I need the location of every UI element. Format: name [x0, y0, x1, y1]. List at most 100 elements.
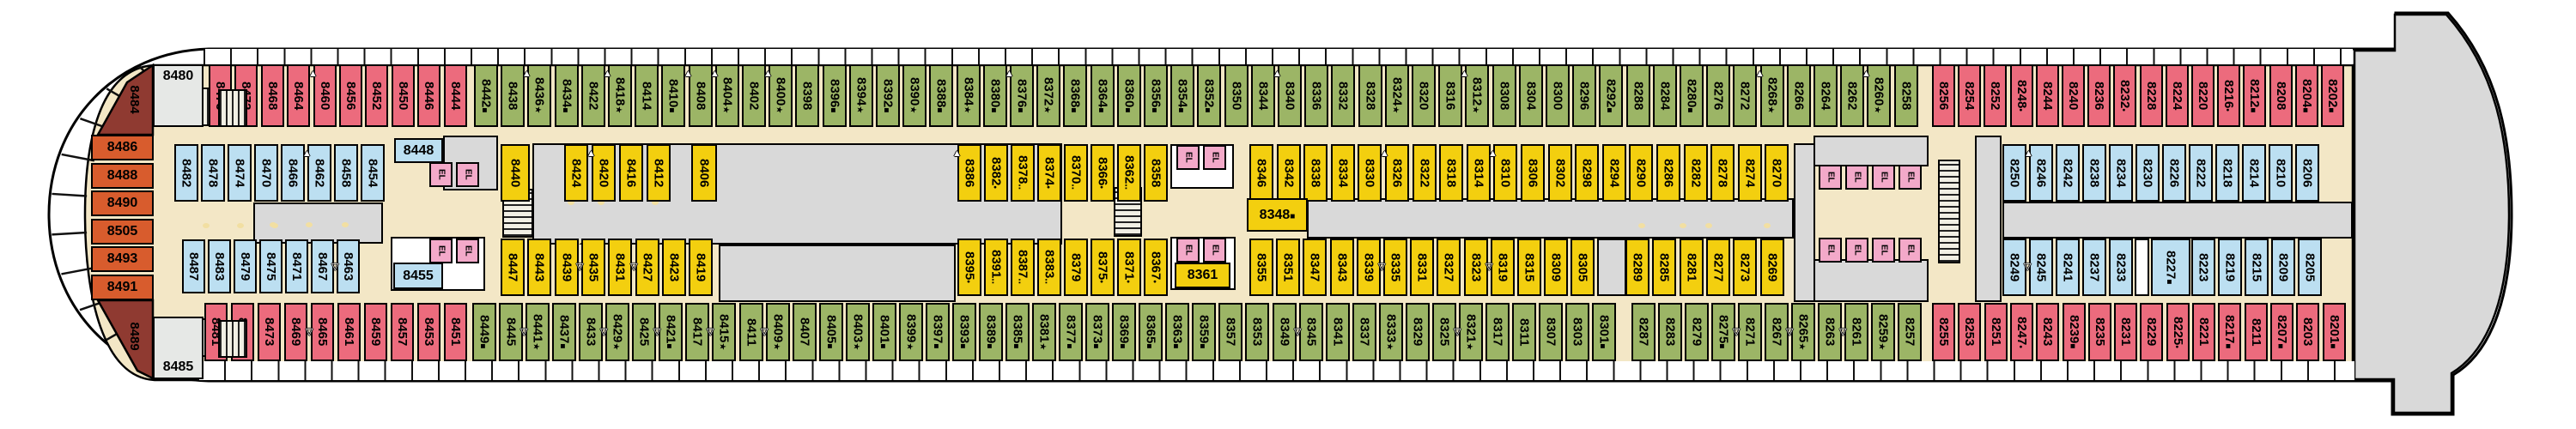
cabin-8322[interactable]: 8322 [1413, 144, 1437, 202]
cabin-8350[interactable]: 8350 [1224, 64, 1249, 127]
cabin-8421[interactable]: 8421■▽ [653, 303, 683, 361]
cabin-8408[interactable]: 8408▲ [683, 64, 713, 127]
cabin-8224[interactable]: 8224 [2166, 64, 2189, 127]
cabin-8471[interactable]: 8471 [285, 239, 308, 293]
cabin-8265[interactable]: 8265★▽ [1786, 303, 1815, 361]
cabin-8394[interactable]: 8394★ [849, 64, 873, 127]
cabin-8475[interactable]: 8475 [259, 239, 283, 293]
cabin-8431[interactable]: 8431 [608, 239, 632, 296]
cabin-8341[interactable]: 8341 [1326, 303, 1350, 361]
cabin-8210[interactable]: 8210 [2269, 144, 2293, 202]
cabin-8208[interactable]: 8208 [2269, 64, 2293, 127]
cabin-8271[interactable]: 8271▽ [1733, 303, 1762, 361]
cabin-8263[interactable]: 8263 [1818, 303, 1842, 361]
cabin-8334[interactable]: 8334 [1331, 144, 1355, 202]
cabin-8473[interactable]: 8473 [258, 303, 281, 361]
cabin-8255[interactable]: 8255 [1932, 303, 1955, 361]
cabin-8202[interactable]: 8202■ [2321, 64, 2344, 127]
cabin-8289[interactable]: 8289 [1625, 239, 1649, 296]
cabin-8206[interactable]: 8206 [2295, 144, 2319, 202]
cabin-8386[interactable]: 8386▲ [952, 144, 981, 202]
cabin-8374[interactable]: 8374• [1037, 144, 1061, 202]
cabin-8474[interactable]: 8474 [228, 144, 252, 202]
cabin-8482[interactable]: 8482 [174, 144, 198, 202]
cabin-8274[interactable]: 8274 [1738, 144, 1762, 202]
cabin-8229[interactable]: 8229 [2140, 303, 2163, 361]
cabin-8377[interactable]: 8377■ [1059, 303, 1083, 361]
cabin-8310[interactable]: 8310▲ [1488, 144, 1517, 202]
cabin-8312[interactable]: 8312★▲ [1460, 64, 1489, 127]
cabin-8239[interactable]: 8239■ [2063, 303, 2086, 361]
cabin-8466[interactable]: 8466 [281, 144, 305, 202]
cabin-8337[interactable]: 8337 [1352, 303, 1376, 361]
cabin-8256[interactable]: 8256 [1932, 64, 1955, 127]
cabin-8275[interactable]: 8275■ [1711, 303, 1735, 361]
cabin-8235[interactable]: 8235 [2088, 303, 2111, 361]
cabin-8254[interactable]: 8254 [1958, 64, 1981, 127]
cabin-8390[interactable]: 8390★ [902, 64, 927, 127]
cabin-8491[interactable]: 8491 [91, 275, 154, 300]
cabin-8237[interactable]: 8237 [2082, 239, 2106, 296]
cabin-8391[interactable]: 8391‥ [984, 239, 1008, 296]
cabin-8209[interactable]: 8209 [2271, 239, 2295, 296]
cabin-8285[interactable]: 8285 [1652, 239, 1676, 296]
cabin-8335[interactable]: 8335▽ [1378, 239, 1407, 296]
cabin-8302[interactable]: 8302 [1548, 144, 1572, 202]
cabin-8404[interactable]: 8404★▲ [710, 64, 739, 127]
cabin-8286[interactable]: 8286 [1656, 144, 1680, 202]
cabin-8403[interactable]: 8403★ [846, 303, 870, 361]
cabin-8392[interactable]: 8392■ [876, 64, 900, 127]
cabin-8305[interactable]: 8305 [1571, 239, 1595, 296]
cabin-8448[interactable]: 8448 [394, 138, 443, 163]
cabin-8355[interactable]: 8355 [1249, 239, 1273, 296]
cabin-8395[interactable]: 8395• [957, 239, 981, 296]
cabin-8440[interactable]: 8440 [501, 144, 530, 202]
cabin-8388[interactable]: 8388■ [929, 64, 953, 127]
cabin-8462[interactable]: 8462▲ [302, 144, 331, 202]
cabin-8423[interactable]: 8423 [662, 239, 686, 296]
cabin-8464[interactable]: 8464 [287, 64, 310, 127]
cabin-8396[interactable]: 8396■ [823, 64, 847, 127]
cabin-8361[interactable]: 8361 [1175, 263, 1230, 288]
cabin-8282[interactable]: 8282 [1684, 144, 1708, 202]
cabin-8258[interactable]: 8258 [1894, 64, 1918, 127]
cabin-8467[interactable]: 8467 [311, 239, 334, 293]
cabin-8353[interactable]: 8353 [1245, 303, 1269, 361]
cabin-8280[interactable]: 8280■ [1680, 64, 1704, 127]
cabin-8300[interactable]: 8300 [1546, 64, 1570, 127]
cabin-8382[interactable]: 8382• [984, 144, 1008, 202]
cabin-8278[interactable]: 8278 [1710, 144, 1735, 202]
cabin-8469[interactable]: 8469 [284, 303, 307, 361]
cabin-8326[interactable]: 8326▲ [1380, 144, 1409, 202]
cabin-8329[interactable]: 8329 [1406, 303, 1430, 361]
cabin-8203[interactable]: 8203 [2296, 303, 2319, 361]
cabin-8454[interactable]: 8454 [361, 144, 385, 202]
cabin-8365[interactable]: 8365■ [1139, 303, 1163, 361]
cabin-8389[interactable]: 8389■ [979, 303, 1003, 361]
cabin-8360[interactable]: 8360■ [1117, 64, 1141, 127]
cabin-8219[interactable]: 8219 [2218, 239, 2242, 296]
cabin-8225[interactable]: 8225• [2166, 303, 2190, 361]
cabin-8348[interactable]: 8348■ [1247, 198, 1308, 232]
cabin-8437[interactable]: 8437■ [552, 303, 576, 361]
cabin-8244[interactable]: 8244 [2036, 64, 2059, 127]
cabin-8505[interactable]: 8505 [91, 219, 154, 245]
cabin-8279[interactable]: 8279 [1685, 303, 1709, 361]
cabin-8416[interactable]: 8416 [619, 144, 643, 202]
stair-room-8480[interactable]: 8480 [153, 64, 247, 127]
cabin-8417[interactable]: 8417 [685, 303, 709, 361]
cabin-8352[interactable]: 8352■ [1197, 64, 1221, 127]
cabin-8272[interactable]: 8272 [1733, 64, 1757, 127]
cabin-8269[interactable]: 8269 [1760, 239, 1784, 296]
cabin-8222[interactable]: 8222 [2189, 144, 2213, 202]
cabin-8384[interactable]: 8384★ [957, 64, 981, 127]
cabin-8228[interactable]: 8228 [2140, 64, 2163, 127]
cabin-8441[interactable]: 8441★▽ [520, 303, 550, 361]
cabin-8349[interactable]: 8349 [1273, 303, 1297, 361]
cabin-8420[interactable]: 8420▲ [586, 144, 616, 202]
cabin-8294[interactable]: 8294 [1602, 144, 1626, 202]
cabin-8429[interactable]: 8429★▽ [600, 303, 629, 361]
cabin-8434[interactable]: 8434■ [555, 64, 579, 127]
stair-room-8485[interactable]: 8485 [153, 317, 247, 379]
cabin-8456[interactable]: 8456 [339, 64, 362, 127]
